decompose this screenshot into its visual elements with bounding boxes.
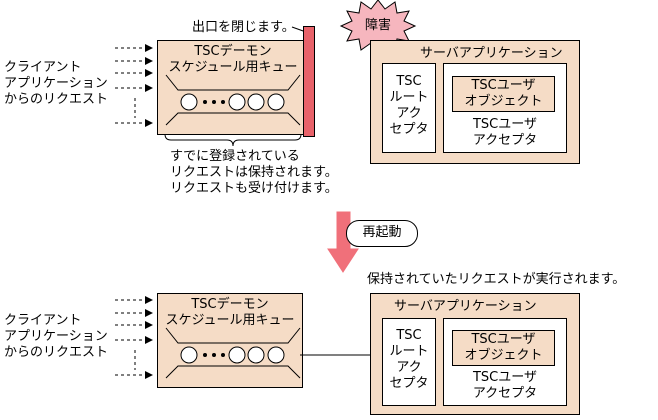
user-acceptor-label-top: TSCユーザ アクセプタ <box>443 117 567 149</box>
executed-note: 保持されていたリクエストが実行されます。 <box>367 272 626 287</box>
queue-title-top: TSCデーモン スケジュール用キュー <box>157 44 309 76</box>
server-app-title-top: サーバアプリケーション <box>420 46 563 61</box>
queue-title-bottom: TSCデーモン スケジュール用キュー <box>157 297 303 329</box>
queue-title-line: TSCデーモン <box>191 297 269 312</box>
incoming-request-arrows-bottom <box>115 296 153 379</box>
failure-label: 障害 <box>365 18 392 33</box>
root-acceptor-top <box>382 63 436 153</box>
client-requests-label-top: クライアント アプリケーション からのリクエスト <box>4 60 108 108</box>
brace-top <box>164 133 302 147</box>
queue-title-line: スケジュール用キュー <box>168 60 298 75</box>
user-acceptor-label-bottom: TSCユーザ アクセプタ <box>443 370 567 402</box>
exit-gate <box>303 26 315 137</box>
queue-title-line: TSCデーモン <box>194 44 272 59</box>
close-exit-note: 出口を閉じます。 <box>192 20 295 35</box>
client-label-line: アプリケーション <box>4 76 108 91</box>
root-acceptor-line: セプタ <box>389 122 429 137</box>
user-acceptor-line: アクセプタ <box>472 386 538 401</box>
user-acceptor-line: アクセプタ <box>472 133 538 148</box>
root-acceptor-line: アク <box>396 106 422 121</box>
restart-label: 再起動 <box>346 220 418 247</box>
root-acceptor-line: TSC <box>396 74 422 89</box>
queue-title-line: スケジュール用キュー <box>165 313 295 328</box>
queued-request-note: すでに登録されている リクエストは保持されます。 リクエストも受け付けます。 <box>170 149 338 197</box>
root-acceptor-line: セプタ <box>389 376 429 391</box>
root-acceptor-line: アク <box>396 360 422 375</box>
server-app-title-bottom: サーバアプリケーション <box>394 299 537 314</box>
incoming-request-arrows-top <box>115 44 153 127</box>
root-acceptor-line: ルート <box>389 90 429 105</box>
client-requests-label-bottom: クライアント アプリケーション からのリクエスト <box>4 313 108 361</box>
note-line: リクエストも受け付けます。 <box>170 181 338 196</box>
root-acceptor-line: ルート <box>389 344 429 359</box>
client-label-line: アプリケーション <box>4 329 108 344</box>
user-acceptor-line: TSCユーザ <box>472 117 537 132</box>
client-label-line: からのリクエスト <box>4 345 109 360</box>
user-acceptor-line: TSCユーザ <box>472 370 537 385</box>
client-label-line: クライアント <box>4 60 82 75</box>
root-acceptor-bottom <box>382 318 436 406</box>
client-label-line: クライアント <box>4 313 82 328</box>
root-acceptor-line: TSC <box>396 328 422 343</box>
root-acceptor-label-top: TSC ルート アク セプタ <box>382 74 436 138</box>
note-line: リクエストは保持されます。 <box>170 165 338 180</box>
user-object-label-top: TSCユーザ オブジェクト <box>464 78 543 109</box>
root-acceptor-label-bottom: TSC ルート アク セプタ <box>382 328 436 392</box>
user-object-top <box>452 76 555 112</box>
client-label-line: からのリクエスト <box>4 92 109 107</box>
user-object-label-bottom: TSCユーザ オブジェクト <box>464 332 543 363</box>
user-object-bottom <box>452 330 555 366</box>
note-line: すでに登録されている <box>170 149 300 164</box>
